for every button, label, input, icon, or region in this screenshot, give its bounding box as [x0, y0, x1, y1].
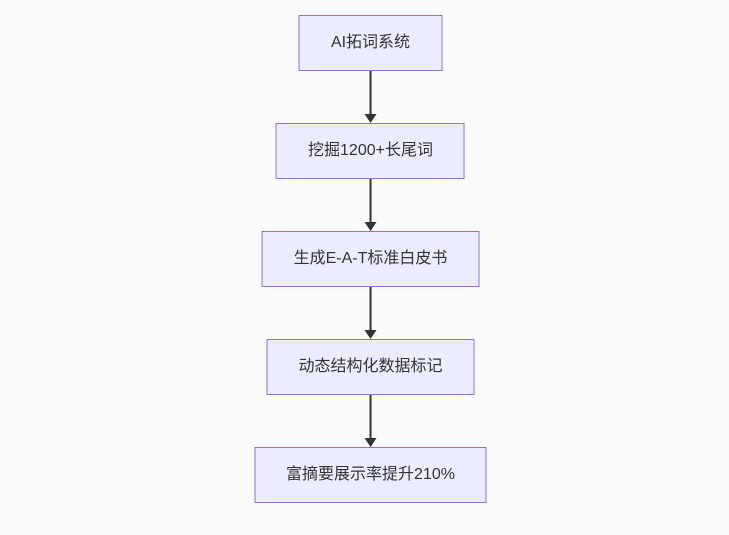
- edge-line: [369, 287, 372, 331]
- flow-node-ai-keyword-system: AI拓词系统: [298, 15, 443, 71]
- flow-edge-2: [364, 179, 377, 231]
- flow-node-rich-snippet-uplift: 富摘要展示率提升210%: [254, 447, 487, 503]
- arrow-down-icon: [364, 330, 377, 339]
- node-label: 生成E-A-T标准白皮书: [293, 250, 448, 268]
- flow-edge-3: [364, 287, 377, 339]
- flow-node-generate-eat-whitepaper: 生成E-A-T标准白皮书: [261, 231, 480, 287]
- flow-edge-1: [364, 71, 377, 123]
- flow-node-mine-longtail-keywords: 挖掘1200+长尾词: [276, 123, 465, 179]
- edge-line: [369, 179, 372, 223]
- flow-node-dynamic-structured-data: 动态结构化数据标记: [266, 339, 475, 395]
- node-label: AI拓词系统: [330, 34, 411, 52]
- arrow-down-icon: [364, 438, 377, 447]
- node-label: 挖掘1200+长尾词: [308, 142, 433, 160]
- flowchart: AI拓词系统 挖掘1200+长尾词 生成E-A-T标准白皮书 动态结构化数据标记: [254, 15, 487, 503]
- edge-line: [369, 395, 372, 439]
- node-label: 富摘要展示率提升210%: [286, 466, 455, 484]
- node-label: 动态结构化数据标记: [298, 358, 443, 376]
- edge-line: [369, 71, 372, 115]
- arrow-down-icon: [364, 114, 377, 123]
- flow-edge-4: [364, 395, 377, 447]
- arrow-down-icon: [364, 222, 377, 231]
